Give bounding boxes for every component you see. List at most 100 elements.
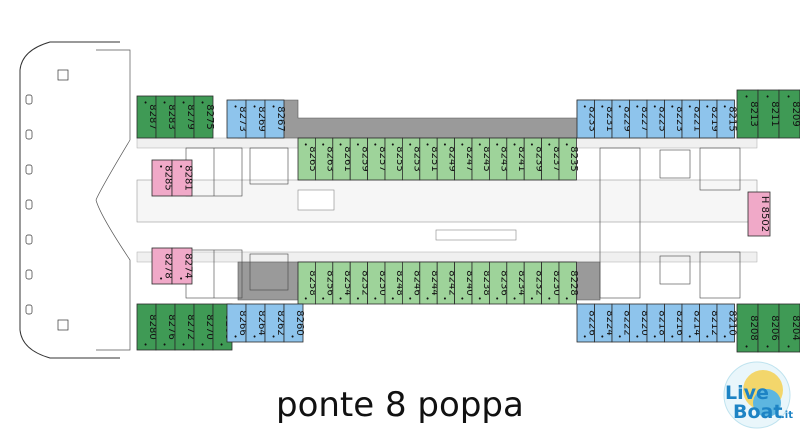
cabin-8276[interactable]: •8276 — [155, 303, 177, 351]
cabin-8267[interactable]: •8267 — [264, 99, 286, 139]
cabin-marker-icon: • — [321, 141, 325, 149]
cabin-number: 8236 — [499, 270, 510, 295]
portholes — [25, 94, 33, 315]
service-room-h8502[interactable]: H 8502 — [747, 191, 771, 237]
cabin-number: 8283 — [166, 104, 177, 129]
cabin-number: 8266 — [237, 310, 248, 335]
corridor-main — [136, 179, 758, 223]
cabin-number: 8235 — [568, 146, 579, 171]
cabin-number: 8215 — [726, 106, 737, 131]
cabin-marker-icon: • — [705, 333, 709, 341]
cabin-marker-icon: • — [530, 141, 534, 149]
cabin-number: 8208 — [748, 315, 759, 340]
cabin-number: 8264 — [256, 310, 267, 335]
cabin-8264[interactable]: •8264 — [245, 303, 267, 343]
cabin-8219[interactable]: •8219 — [699, 99, 720, 139]
cabin-number: 8244 — [429, 270, 440, 295]
cabin-number: 8234 — [516, 270, 527, 295]
cabin-8215[interactable]: •8215 — [716, 99, 737, 139]
cabin-marker-icon: • — [321, 295, 325, 303]
cabin-8245[interactable]: •8245 — [471, 137, 492, 181]
cabin-8280[interactable]: •8280 — [136, 303, 158, 351]
cabin-8287[interactable]: •8287 — [136, 95, 158, 139]
cabin-8227[interactable]: •8227 — [629, 99, 650, 139]
cabin-8213[interactable]: •8213 — [736, 89, 759, 139]
cabin-8278[interactable]: •8278 — [151, 247, 174, 285]
cabin-8266[interactable]: •8266 — [226, 303, 248, 343]
cabin-marker-icon: • — [144, 99, 148, 107]
cabin-8204[interactable]: •8204 — [778, 303, 800, 353]
cabin-8285[interactable]: •8285 — [151, 159, 174, 197]
cabin-8208[interactable]: •8208 — [736, 303, 759, 353]
cabin-number: 8254 — [342, 270, 353, 295]
cabin-number: 8209 — [790, 101, 800, 126]
cabin-number: 8220 — [639, 310, 650, 335]
cabin-number: 8227 — [639, 106, 650, 131]
cabin-number: 8278 — [163, 253, 174, 278]
cabin-number: 8210 — [726, 310, 737, 335]
cabin-8222[interactable]: •8222 — [611, 303, 632, 343]
cabin-8272[interactable]: •8272 — [174, 303, 196, 351]
cabin-number: 8242 — [446, 270, 457, 295]
service-room-label: H 8502 — [759, 196, 770, 232]
cabin-8243[interactable]: •8243 — [488, 137, 510, 181]
cabin-8236[interactable]: •8236 — [488, 261, 510, 305]
cabin-8269[interactable]: •8269 — [245, 99, 267, 139]
cabin-8256[interactable]: •8256 — [314, 261, 336, 305]
cabin-number: 8285 — [163, 165, 174, 190]
cabin-marker-icon: • — [304, 141, 308, 149]
cabin-8281[interactable]: •8281 — [171, 159, 194, 197]
cabin-8209[interactable]: •8209 — [778, 89, 800, 139]
cabin-8229[interactable]: •8229 — [611, 99, 632, 139]
cabin-marker-icon: • — [670, 333, 674, 341]
cabin-marker-icon: • — [179, 163, 183, 171]
cabin-8274[interactable]: •8274 — [171, 247, 194, 285]
cabin-marker-icon: • — [670, 103, 674, 111]
cabin-number: 8280 — [147, 314, 158, 339]
cabin-marker-icon: • — [253, 103, 257, 111]
cabin-8228[interactable]: •8228 — [558, 261, 579, 305]
cabin-8249[interactable]: •8249 — [436, 137, 457, 181]
cabin-number: 8231 — [604, 106, 615, 131]
cabin-8242[interactable]: •8242 — [436, 261, 457, 305]
cabin-8244[interactable]: •8244 — [419, 261, 440, 305]
cabin-8223[interactable]: •8223 — [664, 99, 685, 139]
cabin-8241[interactable]: •8241 — [506, 137, 527, 181]
cabin-marker-icon: • — [478, 141, 482, 149]
cabin-marker-icon: • — [272, 333, 276, 341]
cabin-8260[interactable]: •8260 — [283, 303, 305, 343]
cabin-8262[interactable]: •8262 — [264, 303, 286, 343]
cabin-marker-icon: • — [356, 295, 360, 303]
cabin-number: 8249 — [446, 146, 457, 171]
cabin-8226[interactable]: •8226 — [576, 303, 597, 343]
cabin-number: 8253 — [412, 146, 423, 171]
cabin-marker-icon: • — [745, 93, 749, 101]
cabin-8270[interactable]: •8270 — [193, 303, 215, 351]
cabin-8216[interactable]: •8216 — [664, 303, 685, 343]
cabin-marker-icon: • — [426, 295, 430, 303]
cabin-marker-icon: • — [373, 295, 377, 303]
cabin-8206[interactable]: •8206 — [757, 303, 780, 353]
cabin-8251[interactable]: •8251 — [419, 137, 440, 181]
cabin-marker-icon: • — [723, 103, 727, 111]
cabin-8279[interactable]: •8279 — [174, 95, 196, 139]
cabin-number: 8229 — [621, 106, 632, 131]
cabin-8273[interactable]: •8273 — [226, 99, 248, 139]
cabin-8210[interactable]: •8210 — [716, 303, 737, 343]
cabin-marker-icon: • — [653, 333, 657, 341]
cabin-marker-icon: • — [565, 141, 569, 149]
cabin-number: 8241 — [516, 146, 527, 171]
cabin-number: 8275 — [204, 104, 215, 129]
cabin-marker-icon: • — [688, 333, 692, 341]
cabin-8235[interactable]: •8235 — [558, 137, 579, 181]
cabin-8259[interactable]: •8259 — [349, 137, 370, 181]
cabin-8211[interactable]: •8211 — [757, 89, 780, 139]
cabin-8240[interactable]: •8240 — [454, 261, 475, 305]
cabin-marker-icon: • — [688, 103, 692, 111]
cabin-marker-icon: • — [159, 163, 163, 171]
cabin-marker-icon: • — [339, 295, 343, 303]
cabin-8283[interactable]: •8283 — [155, 95, 177, 139]
cabin-number: 8245 — [481, 146, 492, 171]
cabin-8275[interactable]: •8275 — [193, 95, 215, 139]
